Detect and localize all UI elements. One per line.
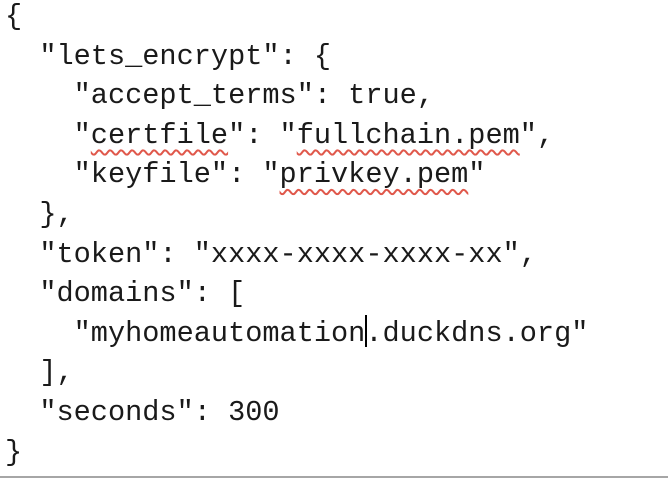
code-token: "	[468, 158, 486, 192]
code-line: "keyfile": "privkey.pem"	[5, 155, 588, 195]
code-line: }	[5, 433, 588, 473]
code-line: "token": "xxxx-xxxx-xxxx-xx",	[5, 235, 588, 275]
code-line: "myhomeautomation.duckdns.org"	[5, 314, 588, 354]
code-token: {	[5, 0, 23, 33]
code-token: ",	[519, 118, 555, 152]
code-line: },	[5, 195, 588, 235]
code-token: "keyfile": "	[5, 158, 280, 192]
code-line: "domains": [	[5, 274, 588, 314]
code-token: .duckdns.org"	[365, 316, 589, 350]
code-token: "domains": [	[5, 277, 246, 311]
code-token: ],	[5, 356, 74, 390]
misspelled-word: privkey.pem	[279, 158, 469, 192]
code-token: "	[5, 118, 91, 152]
misspelled-word: fullchain.pem	[296, 118, 520, 152]
text-cursor	[365, 314, 368, 347]
code-line: ],	[5, 353, 588, 393]
code-token: "seconds": 300	[5, 395, 280, 429]
code-token: }	[5, 435, 23, 469]
code-line: "seconds": 300	[5, 393, 588, 433]
code-line: "lets_encrypt": {	[5, 37, 588, 77]
code-token: "accept_terms": true,	[5, 79, 434, 113]
code-token: "myhomeautomation	[5, 316, 366, 350]
code-token: ": "	[228, 118, 297, 152]
code-line: "certfile": "fullchain.pem",	[5, 116, 588, 156]
code-token: "lets_encrypt": {	[5, 39, 332, 73]
code-text[interactable]: { "lets_encrypt": { "accept_terms": true…	[5, 0, 588, 472]
code-token: },	[5, 197, 74, 231]
code-line: {	[5, 0, 588, 37]
code-line: "accept_terms": true,	[5, 76, 588, 116]
misspelled-word: certfile	[90, 118, 229, 152]
code-token: "token": "xxxx-xxxx-xxxx-xx",	[5, 237, 537, 271]
